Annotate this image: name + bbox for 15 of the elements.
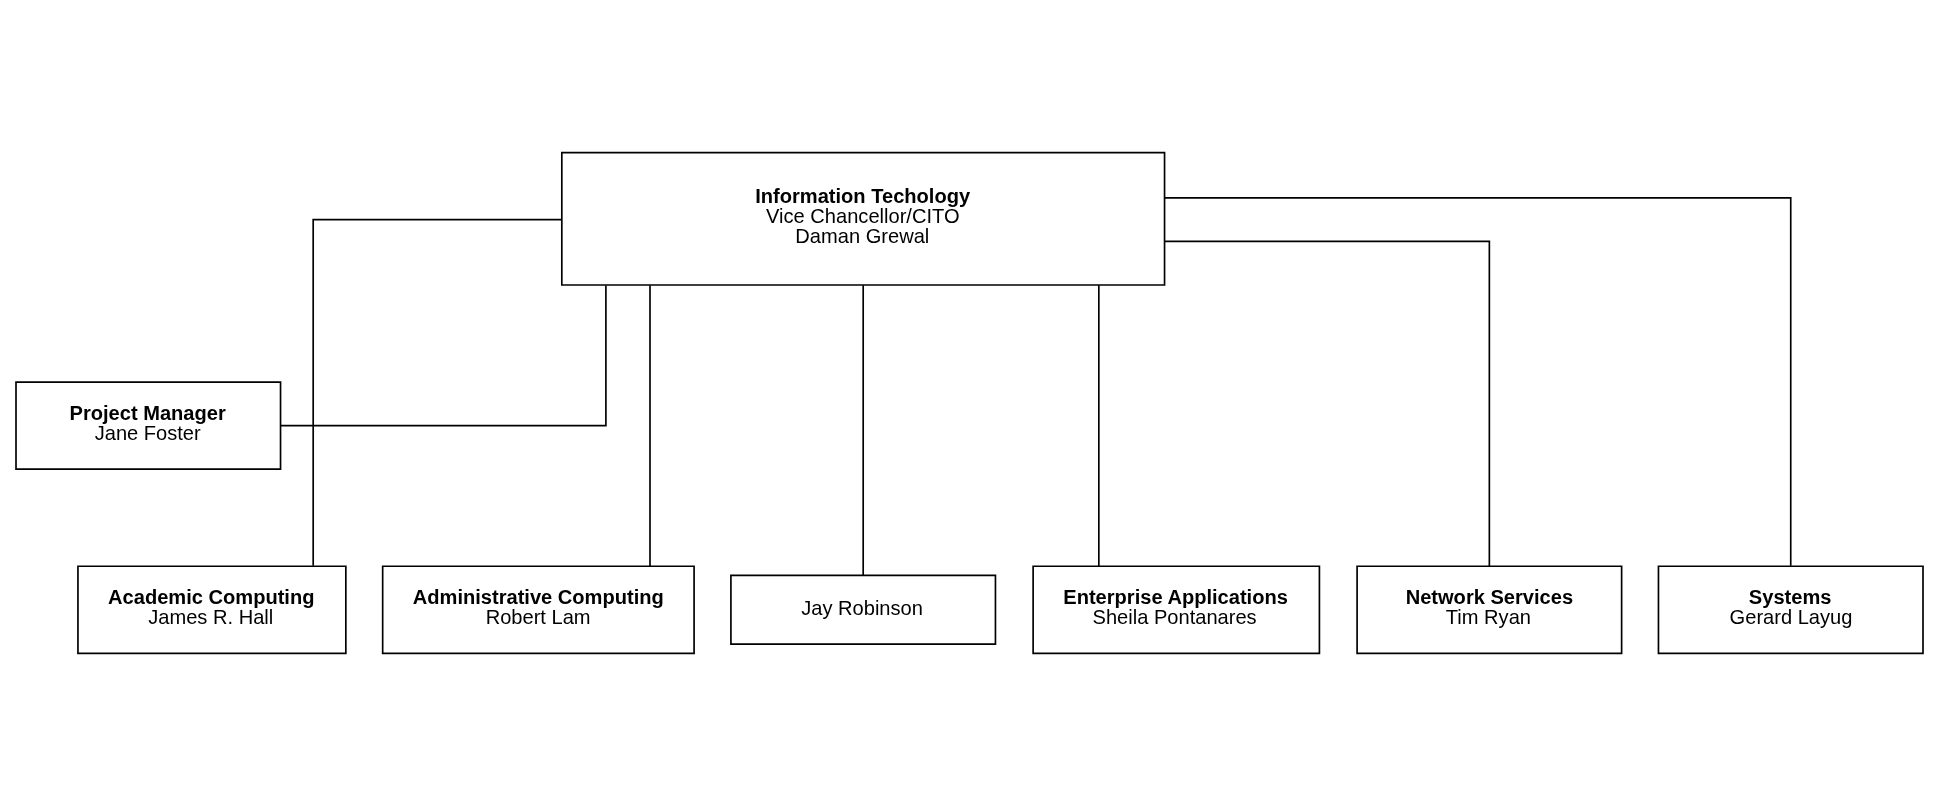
node-box: Project Manager Jane Foster [15,381,282,470]
node-box: Enterprise Applications Sheila Pontanares [1032,565,1321,655]
node-box: Academic Computing James R. Hall [77,565,347,655]
node-box: Administrative Computing Robert Lam [381,565,695,655]
connector [862,284,864,577]
node-box: Systems Gerard Layug [1657,565,1924,655]
connector [1163,240,1491,567]
connector [649,284,651,568]
connector [1098,284,1100,568]
node-box: Jay Robinson [730,574,997,645]
connector [279,284,607,427]
node-box: Network Services Tim Ryan [1356,565,1623,655]
node-box: Information Techology Vice Chancellor/CITO Daman Grewal [561,151,1166,286]
connector [1164,197,1792,567]
connector [312,218,563,567]
